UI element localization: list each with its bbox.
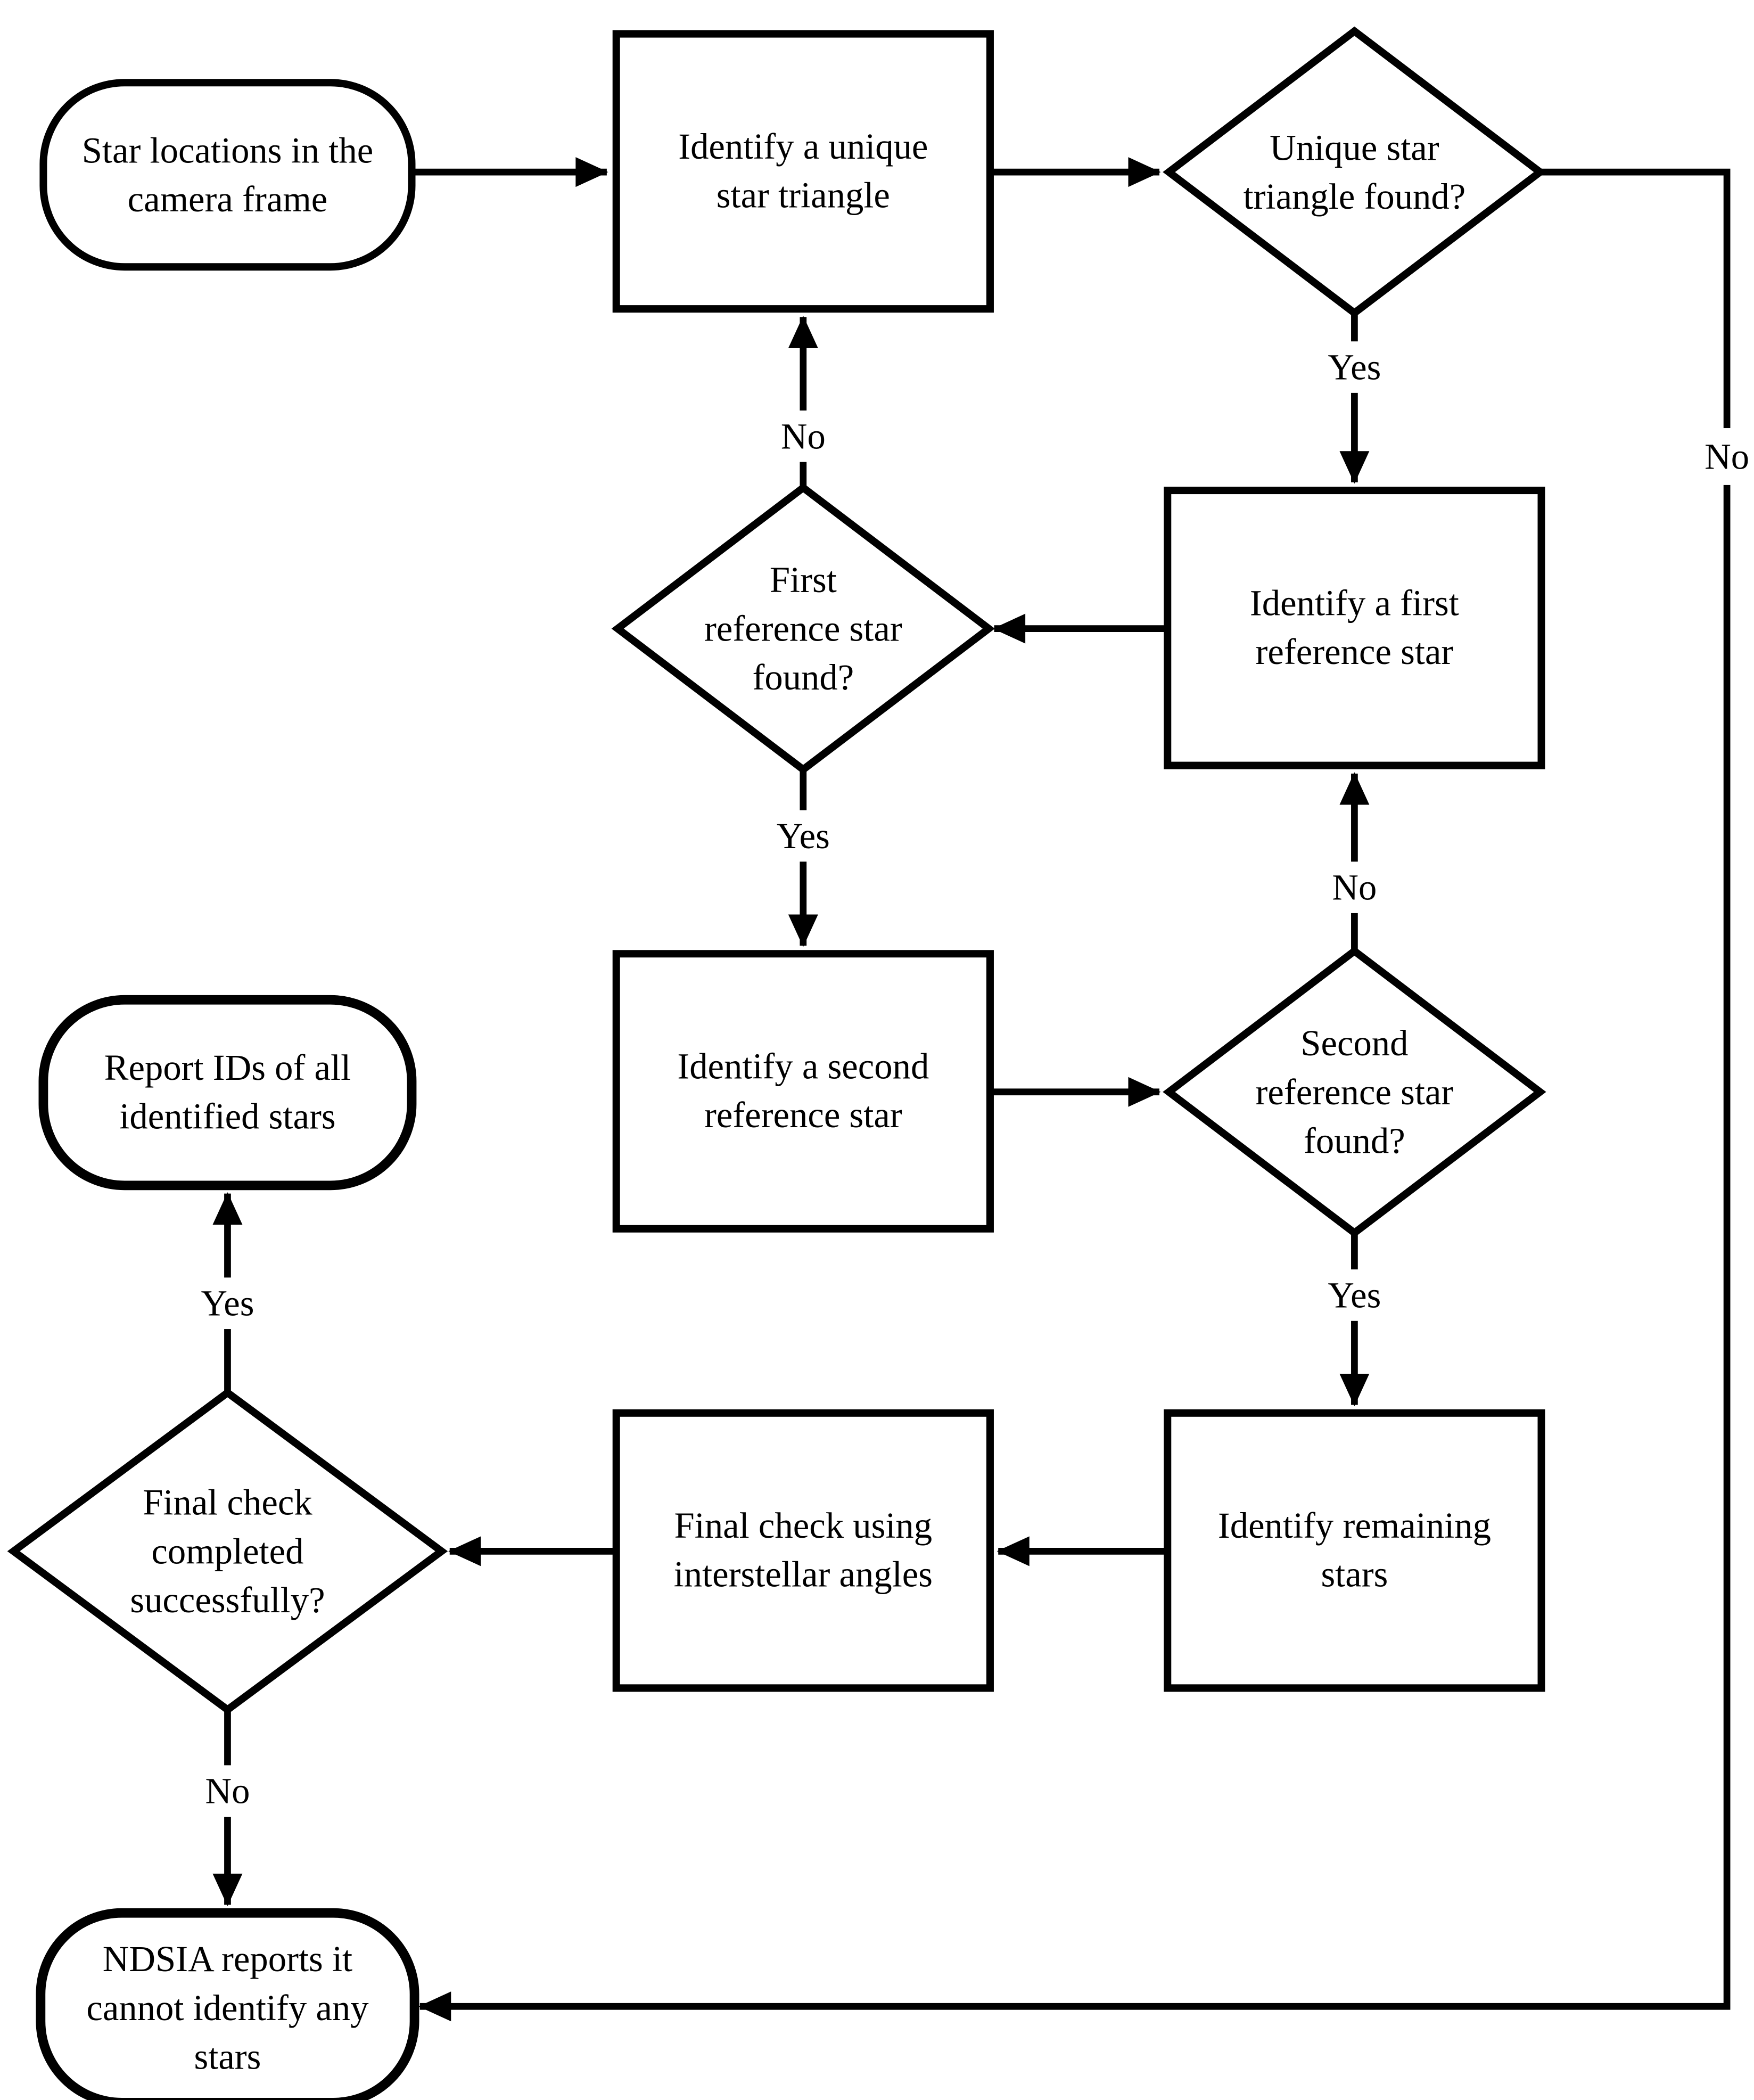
process-shape [612, 1409, 994, 1692]
decision-label: triangle found? [1244, 176, 1466, 217]
process-label: interstellar angles [674, 1554, 933, 1595]
decision-unique-triangle-found: Unique star triangle found? [1163, 26, 1546, 318]
edge-label-yes: Yes [777, 816, 830, 856]
process-shape [1164, 487, 1545, 769]
decision-label: First [770, 560, 837, 600]
edge-label-bg [757, 810, 850, 862]
edge-label-no: No [781, 416, 826, 456]
process-identify-first-reference-star: Identify a first reference star [1164, 487, 1545, 769]
edge-unique-triangle-no [418, 168, 1731, 2022]
process-label: star triangle [717, 175, 890, 215]
decision-label: Second [1300, 1023, 1408, 1063]
terminator-label: NDSIA reports it [103, 1939, 352, 1979]
process-shape [1164, 1409, 1545, 1692]
process-label: Identify a unique [678, 126, 928, 167]
process-label: Identify remaining [1218, 1505, 1491, 1546]
process-identify-unique-triangle: Identify a unique star triangle [612, 30, 994, 313]
edge-label-bg [181, 1277, 274, 1330]
edge-label-yes: Yes [1328, 347, 1381, 388]
edge-labels: Yes No No Yes No Yes Yes No [181, 341, 1754, 1817]
process-identify-second-reference-star: Identify a second reference star [612, 950, 994, 1233]
terminator-label: Report IDs of all [104, 1047, 351, 1088]
process-identify-remaining-stars: Identify remaining stars [1164, 1409, 1545, 1692]
decision-first-reference-star-found: First reference star found? [611, 483, 995, 775]
decision-shape [611, 483, 995, 775]
start-node: Star locations in the camera frame [39, 79, 416, 271]
decision-final-check-completed: Final check completed successfully? [7, 1388, 448, 1715]
terminator-label: stars [194, 2036, 261, 2077]
edge-label-bg [1687, 428, 1754, 485]
process-label: reference star [704, 1095, 902, 1135]
decision-shape [1163, 946, 1546, 1238]
process-label: reference star [1256, 631, 1454, 672]
terminator-report-ids: Report IDs of all identified stars [38, 995, 417, 1191]
decision-label: Unique star [1270, 127, 1439, 168]
decision-label: found? [752, 657, 854, 698]
decision-label: completed [151, 1531, 303, 1571]
decision-label: successfully? [130, 1580, 325, 1620]
edge-label-no: No [205, 1771, 250, 1811]
edge-label-yes: Yes [1328, 1275, 1381, 1315]
terminator-success-shape [38, 995, 417, 1191]
edge-label-bg [1308, 1269, 1401, 1321]
edge-label-bg [767, 410, 840, 462]
terminator-failure-shape [36, 1908, 419, 2100]
edge-label-bg [1308, 341, 1401, 393]
decision-shape [7, 1388, 448, 1715]
terminator-cannot-identify: NDSIA reports it cannot identify any sta… [36, 1908, 419, 2100]
decision-label: found? [1304, 1120, 1405, 1161]
edge-label-no: No [1704, 436, 1749, 477]
process-label: stars [1321, 1554, 1388, 1595]
edge-label-bg [1317, 862, 1391, 913]
decision-label: reference star [704, 609, 902, 649]
process-shape [612, 950, 994, 1233]
start-node-shape [39, 79, 416, 271]
edge-label-no: No [1332, 867, 1377, 908]
decision-label: Final check [143, 1482, 312, 1523]
edge-label-yes: Yes [201, 1283, 254, 1324]
process-label: Identify a second [677, 1046, 929, 1086]
process-label: Final check using [674, 1505, 933, 1546]
decision-label: reference star [1256, 1072, 1454, 1112]
terminator-label: identified stars [119, 1096, 335, 1137]
process-label: Identify a first [1250, 583, 1459, 623]
process-shape [612, 30, 994, 313]
start-node-label: camera frame [128, 179, 328, 219]
decision-shape [1163, 26, 1546, 318]
process-final-check-angles: Final check using interstellar angles [612, 1409, 994, 1692]
terminator-label: cannot identify any [86, 1988, 369, 2028]
start-node-label: Star locations in the [82, 130, 374, 170]
edge-label-bg [191, 1765, 265, 1817]
decision-second-reference-star-found: Second reference star found? [1163, 946, 1546, 1238]
